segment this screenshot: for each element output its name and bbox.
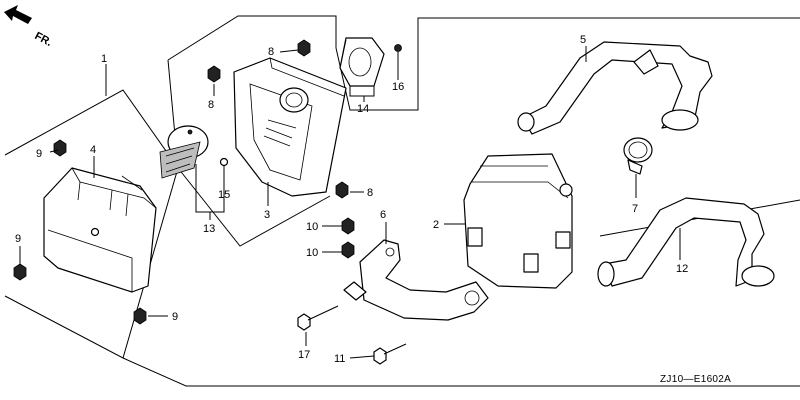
bolt-9-left <box>13 263 27 281</box>
bolt-10-lower <box>341 241 355 259</box>
callout-16: 16 <box>392 81 404 93</box>
drawing-code: ZJ10—E1602A <box>660 374 731 385</box>
callout-10-upper: 10 <box>306 221 318 233</box>
clamp-part <box>623 137 653 175</box>
callout-5: 5 <box>580 34 586 46</box>
callout-4: 4 <box>90 144 96 156</box>
callout-8-mid: 8 <box>367 187 373 199</box>
exhaust-pipe-upper-part <box>517 41 713 135</box>
callout-8-left: 8 <box>208 99 214 111</box>
bracket-part <box>343 239 489 321</box>
callout-9-left: 9 <box>15 233 21 245</box>
callout-6: 6 <box>380 209 386 221</box>
callout-15: 15 <box>218 189 230 201</box>
callout-17: 17 <box>298 349 310 361</box>
gasket-part <box>339 37 385 87</box>
front-direction-label: FR. <box>33 30 54 49</box>
callout-12: 12 <box>676 263 688 275</box>
callout-labels: 1 2 3 4 5 6 7 8 8 8 9 9 9 10 10 11 12 13… <box>15 34 688 365</box>
callout-13: 13 <box>203 223 215 235</box>
bolt-9-bottom <box>133 307 147 325</box>
bolt-17 <box>297 305 339 331</box>
spark-arrester-part <box>159 125 209 179</box>
bolt-8-top <box>297 39 311 57</box>
heat-shield-part <box>233 57 347 197</box>
bolt-8-left <box>207 65 221 83</box>
muffler-body-part <box>463 153 573 289</box>
bolt-11 <box>373 343 407 365</box>
bolt-8-mid <box>335 181 349 199</box>
muffler-cover-part <box>43 167 157 293</box>
callout-9-bottom: 9 <box>172 311 178 323</box>
callout-11: 11 <box>334 353 345 365</box>
exhaust-pipe-lower-part <box>597 197 775 287</box>
callout-14: 14 <box>357 103 369 115</box>
screw-15 <box>219 157 229 186</box>
front-direction-arrow-icon <box>4 5 32 24</box>
callout-9-top: 9 <box>36 148 42 160</box>
callout-8-top: 8 <box>268 46 274 58</box>
callout-7: 7 <box>632 203 638 215</box>
callout-10-lower: 10 <box>306 247 318 259</box>
callout-3: 3 <box>264 209 270 221</box>
bolt-10-upper <box>341 217 355 235</box>
callout-1: 1 <box>101 53 107 65</box>
leader-lines <box>19 46 681 359</box>
callout-2: 2 <box>433 219 439 231</box>
bolt-9-top <box>53 139 67 157</box>
